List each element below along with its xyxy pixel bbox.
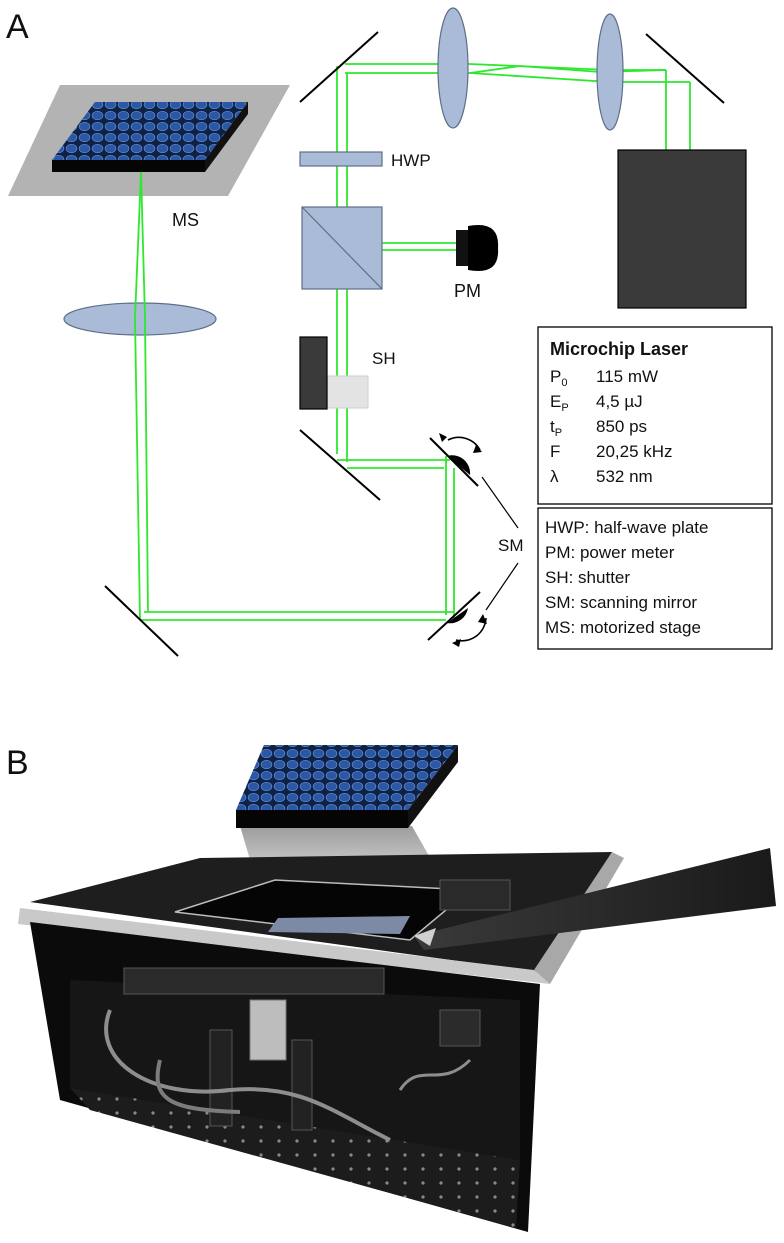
telescope-lens-2 xyxy=(596,13,624,131)
legend-item-sh: SH: shutter xyxy=(545,568,630,587)
label-hwp: HWP xyxy=(391,151,431,170)
well-plate-front xyxy=(52,160,205,172)
laser-spec-value: 115 mW xyxy=(596,367,658,386)
laser-spec-symbol: λ xyxy=(550,467,559,486)
sample-slide xyxy=(268,916,410,934)
translation-rail xyxy=(123,967,385,995)
cable-1 xyxy=(104,1009,391,1142)
laser-spec-value: 20,25 kHz xyxy=(596,442,673,461)
legend-item-hwp: HWP: half-wave plate xyxy=(545,518,708,537)
post-1 xyxy=(209,1029,233,1127)
sm-leader-line-1 xyxy=(481,476,519,529)
scanning-mirror-2 xyxy=(427,591,487,647)
panel-a-label: A xyxy=(6,8,29,46)
scanning-mirror-1 xyxy=(429,433,482,487)
motorized-stage xyxy=(8,85,290,196)
label-pm: PM xyxy=(454,281,481,301)
label-sm: SM xyxy=(498,536,524,555)
optical-breadboard xyxy=(70,1088,520,1228)
well-plate-photo xyxy=(236,745,458,828)
laser-spec-symbol: F xyxy=(550,442,560,461)
microchip-laser-box xyxy=(617,149,747,309)
telescope-lens-1 xyxy=(437,7,469,129)
lid-bracket xyxy=(439,879,511,911)
well-plate-top xyxy=(52,102,248,160)
mirror-lower-left xyxy=(299,429,381,501)
mirrors xyxy=(104,31,725,657)
setup-photo xyxy=(18,848,776,1232)
opened-lid xyxy=(414,848,776,950)
well-plate-photo-side xyxy=(408,745,458,828)
focusing-lens xyxy=(63,302,217,336)
shutter xyxy=(299,336,369,410)
enclosure-frame-front xyxy=(18,908,550,984)
laser-spec-value: 850 ps xyxy=(596,417,647,436)
legend-item-pm: PM: power meter xyxy=(545,543,675,562)
post-2 xyxy=(291,1039,313,1131)
power-meter xyxy=(456,224,499,272)
mirror-bottom-left xyxy=(104,585,179,657)
cable-2 xyxy=(155,1059,241,1114)
sm-leader-line-2 xyxy=(485,562,519,611)
laser-spec-value: 4,5 µJ xyxy=(596,392,643,411)
well-plate-photo-front xyxy=(236,810,408,828)
well-plate-photo-top xyxy=(236,745,458,810)
laser-spec-subscript: P xyxy=(555,427,562,439)
mirror-top-left xyxy=(299,31,379,103)
laser-spec-title: Microchip Laser xyxy=(550,339,688,359)
legend-item-ms: MS: motorized stage xyxy=(545,618,701,637)
well-plate-side xyxy=(205,102,248,172)
lid-hinge xyxy=(414,928,436,946)
laser-head xyxy=(439,1009,481,1047)
beam-splitter-cube xyxy=(301,206,383,290)
panel-b-label: B xyxy=(6,744,29,782)
half-wave-plate xyxy=(299,151,383,167)
laser-spec-value: 532 nm xyxy=(596,467,653,486)
mirror-top-right xyxy=(645,33,725,104)
laser-spec-subscript: P xyxy=(561,402,568,414)
label-sh: SH xyxy=(372,349,396,368)
mirror-mount xyxy=(249,999,287,1061)
cable-3 xyxy=(398,1058,472,1091)
legend-item-sm: SM: scanning mirror xyxy=(545,593,697,612)
laser-spec-subscript: 0 xyxy=(561,377,567,389)
abbreviation-legend: HWP: half-wave plate PM: power meter SH:… xyxy=(537,507,773,650)
label-ms: MS xyxy=(172,210,199,230)
